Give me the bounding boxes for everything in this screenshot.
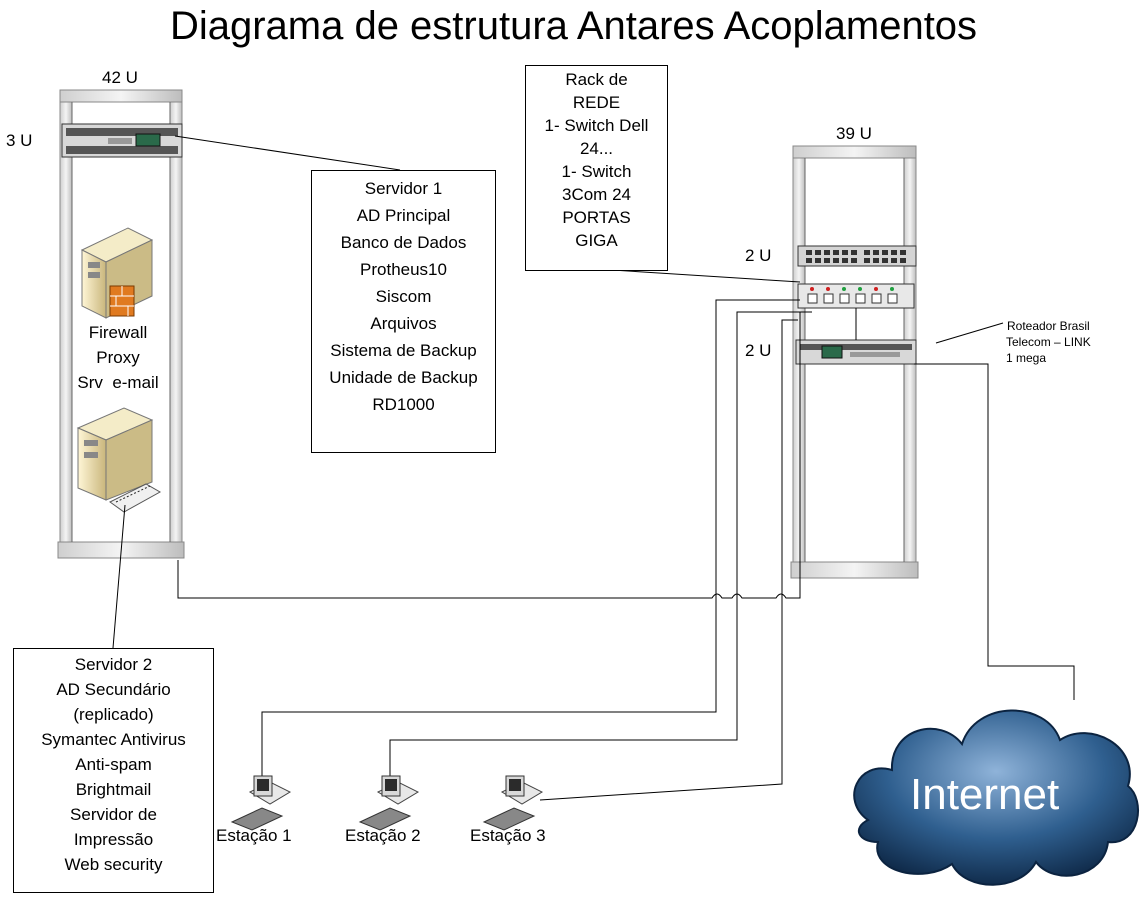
server2-info-box: Servidor 2 AD Secundário (replicado) Sym… bbox=[13, 648, 214, 893]
server1-rack-unit bbox=[61, 123, 183, 158]
server1-line-2: AD Principal bbox=[356, 206, 451, 225]
firewall-line-2: Proxy bbox=[96, 348, 140, 367]
server2-line-4: Symantec Antivirus bbox=[41, 730, 186, 749]
left-rack bbox=[57, 89, 185, 559]
server2-line-9: Web security bbox=[64, 855, 163, 874]
station-1-computer bbox=[230, 775, 292, 831]
router bbox=[795, 339, 917, 365]
server2-tower bbox=[76, 407, 162, 513]
server1-info-box: Servidor 1 AD Principal Banco de Dados P… bbox=[311, 170, 496, 453]
station-3-computer bbox=[482, 775, 544, 831]
patch-panel bbox=[797, 245, 917, 267]
router-line-2: Telecom – LINK bbox=[1006, 335, 1091, 349]
server1-line-4: Protheus10 bbox=[360, 260, 447, 279]
server1-line-3: Banco de Dados bbox=[340, 233, 467, 252]
server2-line-3: (replicado) bbox=[73, 705, 154, 724]
station-2-computer bbox=[358, 775, 420, 831]
network-rack-line-7: PORTAS bbox=[562, 208, 631, 227]
switch-unit-label: 2 U bbox=[745, 246, 772, 265]
station-1-label: Estação 1 bbox=[216, 826, 292, 845]
router-label: Roteador Brasil Telecom – LINK 1 mega bbox=[1006, 318, 1091, 366]
right-rack-height-label: 39 U bbox=[836, 124, 872, 143]
network-rack-line-5: 1- Switch bbox=[561, 162, 632, 181]
router-unit-label: 2 U bbox=[745, 341, 772, 360]
network-rack-line-6: 3Com 24 bbox=[562, 185, 631, 204]
server2-line-5: Anti-spam bbox=[75, 755, 152, 774]
firewall-tower bbox=[80, 227, 154, 319]
network-rack-line-2: REDE bbox=[572, 93, 621, 112]
server2-line-2: AD Secundário bbox=[56, 680, 171, 699]
network-rack-line-3: 1- Switch Dell bbox=[544, 116, 649, 135]
server1-line-6: Arquivos bbox=[370, 314, 437, 333]
server2-line-6: Brightmail bbox=[75, 780, 152, 799]
network-rack-line-4: 24... bbox=[579, 139, 614, 158]
network-rack-line-8: GIGA bbox=[575, 231, 618, 250]
switch bbox=[797, 283, 915, 309]
server1-line-7: Sistema de Backup bbox=[330, 341, 477, 360]
server2-line-7: Servidor de bbox=[70, 805, 157, 824]
server1-line-8: Unidade de Backup bbox=[329, 368, 478, 387]
diagram-title: Diagrama de estrutura Antares Acoplament… bbox=[169, 4, 978, 48]
server1-unit-label: 3 U bbox=[6, 131, 33, 150]
router-line-3: 1 mega bbox=[1006, 351, 1047, 365]
server2-line-1: Servidor 2 bbox=[74, 655, 153, 674]
server1-line-9: RD1000 bbox=[372, 395, 435, 414]
station-2-label: Estação 2 bbox=[345, 826, 421, 845]
server1-line-1: Servidor 1 bbox=[364, 179, 443, 198]
left-rack-height-label: 42 U bbox=[102, 68, 138, 87]
firewall-line-1: Firewall bbox=[88, 323, 148, 342]
internet-cloud bbox=[853, 709, 1140, 886]
server1-line-5: Siscom bbox=[375, 287, 432, 306]
server2-line-8: Impressão bbox=[73, 830, 154, 849]
router-line-1: Roteador Brasil bbox=[1006, 319, 1090, 333]
firewall-label: Firewall Proxy Srv e-mail bbox=[68, 320, 168, 395]
internet-label: Internet bbox=[910, 770, 1060, 819]
connection-lines bbox=[112, 135, 1075, 801]
network-rack-line-1: Rack de bbox=[565, 70, 628, 89]
station-3-label: Estação 3 bbox=[470, 826, 546, 845]
network-rack-info-box: Rack de REDE 1- Switch Dell 24... 1- Swi… bbox=[525, 65, 668, 271]
firewall-line-3: Srv e-mail bbox=[77, 373, 159, 392]
